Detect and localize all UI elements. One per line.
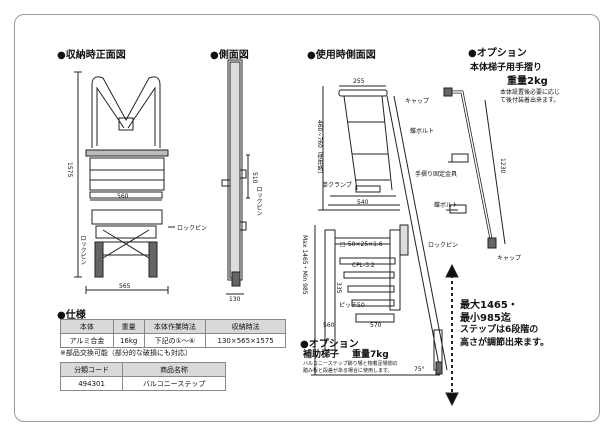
spec-header-cell: 重量: [112, 319, 145, 334]
side-depth-label: 130: [229, 296, 241, 303]
use-clamp-label: 単クランプ: [322, 182, 352, 189]
use-bottom-depth-label: 570: [370, 322, 382, 329]
option1-note-2: て後付装着出来ます。: [500, 97, 560, 104]
spec-table: 本体 重量 本体作業時法 収納時法 アルミ合金 16kg 下記の①〜⑥ 130×…: [60, 319, 286, 348]
spec-cell: 16kg: [112, 333, 145, 348]
front-height-label: 1575: [66, 162, 73, 178]
code-header-row: 分類コード 商品名称: [59, 362, 226, 377]
catalog-frame: [14, 14, 600, 422]
use-view-drawing: [311, 85, 448, 376]
spec-header-cell: 収納時法: [205, 319, 286, 334]
use-view-title: ●使用時側面図: [307, 50, 376, 61]
code-header-cell: 商品名称: [122, 362, 226, 377]
spec-cell: 下記の①〜⑥: [143, 333, 207, 348]
use-max-min-label: Max 1465・Min 985: [301, 235, 308, 295]
use-depth-label: 540: [357, 199, 369, 206]
side-view-title: ●側面図: [210, 50, 249, 61]
spec-cell: 130×565×1575: [205, 333, 286, 348]
use-lockpin-label: ロックピン: [428, 242, 459, 249]
fixture-label: 手摺り固定金具: [415, 171, 458, 178]
cap-bottom-label: キャップ: [497, 255, 522, 262]
use-pipe-label: □-50×25×1.6: [340, 241, 383, 248]
bolt1-label: 蝶ボルト: [410, 128, 435, 135]
option2-title: ●オプション: [300, 339, 359, 350]
use-cpl-label: CPL-3.2: [352, 262, 375, 269]
highlight-line-2: 最小985迄: [460, 313, 511, 324]
option1-weight: 重量2kg: [507, 76, 548, 87]
code-cell: バルコニーステップ: [122, 376, 226, 391]
use-angle-label: 75°: [414, 366, 425, 373]
spec-header-row: 本体 重量 本体作業時法 収納時法: [60, 319, 286, 334]
option2-note-2: 踏み板と段差がある場合に使用します。: [303, 368, 393, 374]
code-row: 494301 バルコニーステップ: [59, 376, 226, 391]
option2-weight: 重量7kg: [352, 350, 389, 360]
side-height-label: 510: [251, 172, 258, 184]
highlight-line-4: 高さが調節出来ます。: [460, 338, 550, 348]
spec-note: ※部品交換可能（部分的な破損にも対応）: [60, 349, 192, 357]
bolt2-label: 蝶ボルト: [434, 202, 459, 209]
front-lockpin-side-label: ロックピン: [79, 235, 86, 265]
option2-name: 補助梯子: [303, 350, 340, 360]
front-lockpin-label: ロックピン: [177, 225, 208, 232]
code-header-cell: 分類コード: [59, 362, 124, 377]
front-view-drawing: [74, 71, 175, 294]
use-height-range-label: 460~760（使用時）: [316, 120, 323, 178]
front-outer-width-label: 565: [119, 283, 131, 290]
option2-note-1: バルコニーステップ跡り場と物着足場側の: [303, 361, 398, 367]
side-view-drawing: [221, 59, 250, 295]
use-top-width-label: 255: [353, 78, 365, 85]
spec-title: ●仕様: [57, 310, 86, 321]
spec-row: アルミ合金 16kg 下記の①〜⑥ 130×565×1575: [60, 333, 286, 348]
handrail-length-label: 1230: [499, 158, 506, 174]
front-view-title: ●収納時正面図: [57, 50, 126, 61]
cap-top-label: キャップ: [405, 98, 430, 105]
side-lockpin-label: ロックピン: [255, 186, 262, 216]
use-pitch-label: ピッチ50: [339, 302, 365, 309]
use-step-height-label: 335: [335, 282, 342, 294]
highlight-line-1: 最大1465・: [460, 300, 518, 311]
option1-name: 本体梯子用手摺り: [470, 63, 543, 73]
spec-header-cell: 本体作業時法: [143, 319, 207, 334]
option1-note-1: 本体設置後必要に応じ: [500, 89, 561, 96]
option1-title: ●オプション: [468, 48, 527, 59]
spec-cell: アルミ合金: [60, 333, 114, 348]
highlight-line-3: ステップは6段階の: [460, 325, 539, 335]
spec-header-cell: 本体: [60, 319, 114, 334]
code-cell: 494301: [59, 376, 124, 391]
use-bottom-width-label: 560: [323, 322, 335, 329]
handrail-drawing: [443, 87, 506, 249]
code-table: 分類コード 商品名称 494301 バルコニーステップ: [59, 362, 226, 391]
front-inner-width-label: 560: [117, 193, 129, 200]
